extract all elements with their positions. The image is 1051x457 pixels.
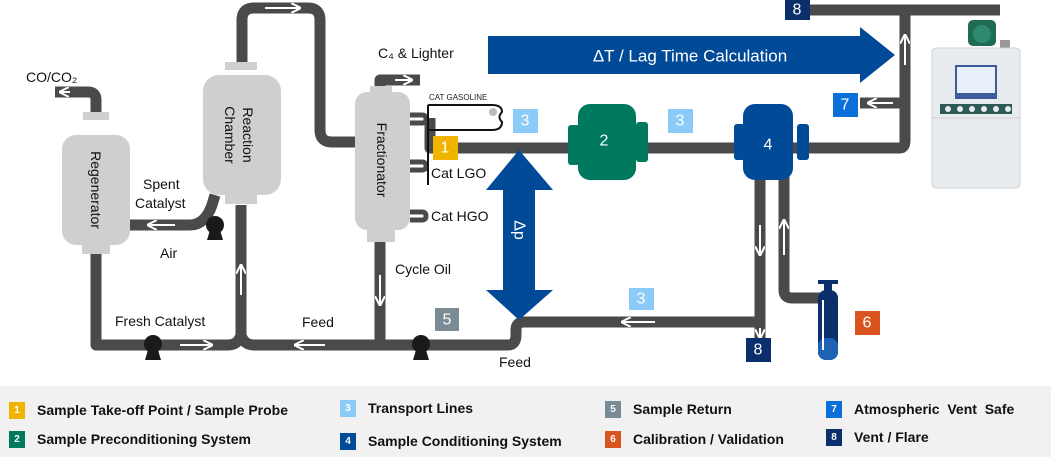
svg-text:7: 7 <box>841 97 850 114</box>
cat-gasoline-label: CAT GASOLINE <box>429 93 487 102</box>
lag-time-label: ΔT / Lag Time Calculation <box>593 47 787 66</box>
svg-text:8: 8 <box>793 2 802 19</box>
badge-8-top: 8 <box>785 0 810 20</box>
spent-catalyst-label-2: Catalyst <box>135 195 186 211</box>
svg-text:3: 3 <box>521 113 530 130</box>
conditioning-system: 4 <box>734 104 809 180</box>
legend-item-2: 2 Sample Preconditioning System <box>9 429 251 449</box>
badge-1: 1 <box>433 136 458 160</box>
legend-label: Sample Preconditioning System <box>37 431 251 447</box>
svg-text:3: 3 <box>637 291 646 308</box>
legend-label: Vent / Flare <box>854 429 929 445</box>
svg-text:1: 1 <box>441 140 450 157</box>
legend-item-7: 7 Atmospheric Vent Safe <box>826 399 1014 419</box>
pump-icon <box>144 335 162 360</box>
delta-p-label: Δp <box>511 220 528 240</box>
pipe-calibration <box>778 175 820 304</box>
spent-catalyst-label-1: Spent <box>143 176 180 192</box>
legend-item-3: 3 Transport Lines <box>340 398 473 418</box>
legend-label: Sample Conditioning System <box>368 433 562 449</box>
flow-arrows <box>60 8 905 345</box>
legend-label: Atmospheric Vent Safe <box>854 401 1015 417</box>
legend-label: Sample Take-off Point / Sample Probe <box>37 402 289 418</box>
legend-badge: 1 <box>9 401 25 419</box>
reaction-chamber: Reaction Chamber <box>203 62 281 204</box>
cycle-oil-label: Cycle Oil <box>395 261 451 277</box>
legend-badge: 4 <box>340 432 356 450</box>
legend-item-5: 5 Sample Return <box>605 399 732 419</box>
badges: 1 3 3 3 5 6 7 8 8 <box>433 0 880 362</box>
legend-badge: 2 <box>9 430 25 448</box>
feed-label-right: Feed <box>499 354 531 370</box>
badge-4: 4 <box>764 137 773 154</box>
preconditioning-system: 2 <box>568 104 648 180</box>
pipe-reactor-to-fractionator <box>236 2 360 148</box>
regenerator: Regenerator <box>62 112 130 254</box>
reaction-label-2: Chamber <box>222 106 238 164</box>
pumps <box>144 216 430 360</box>
pump-icon <box>206 216 224 240</box>
pipe-sample-transport <box>424 10 911 154</box>
regenerator-label: Regenerator <box>88 151 104 229</box>
svg-text:8: 8 <box>754 342 763 359</box>
c4-lighter-label: C₄ & Lighter <box>378 45 454 61</box>
fractionator: Fractionator <box>355 86 429 242</box>
badge-6: 6 <box>855 311 880 335</box>
fresh-catalyst-label: Fresh Catalyst <box>115 313 205 329</box>
legend-label: Transport Lines <box>368 400 474 416</box>
stream-labels: CO/CO₂ C₄ & Lighter CAT GASOLINE Cat LGO… <box>26 45 531 370</box>
legend-badge: 8 <box>826 428 842 446</box>
badge-2: 2 <box>600 133 609 150</box>
process-diagram: Regenerator Reaction Chamber Fractionato… <box>26 0 1021 370</box>
legend-badge: 6 <box>605 430 621 448</box>
svg-text:6: 6 <box>863 315 872 332</box>
legend-label: Sample Return <box>633 401 732 417</box>
badge-5: 5 <box>435 308 459 331</box>
badge-3-b: 3 <box>668 109 693 133</box>
pipe-spent-catalyst <box>130 193 221 231</box>
legend-badge: 5 <box>605 400 621 418</box>
pipe-co-co2 <box>55 86 102 115</box>
analyzer-device-icon <box>931 20 1021 189</box>
badge-7: 7 <box>833 93 858 117</box>
cat-hgo-label: Cat HGO <box>431 208 489 224</box>
legend-item-8: 8 Vent / Flare <box>826 427 929 447</box>
pump-icon <box>412 335 430 360</box>
cat-gasoline-bracket <box>427 104 504 185</box>
legend-badge: 3 <box>340 399 356 417</box>
legend-item-6: 6 Calibration / Validation <box>605 429 784 449</box>
pipe-feed-bottom <box>235 316 762 351</box>
air-label: Air <box>160 245 177 261</box>
badge-3-a: 3 <box>513 109 538 133</box>
svg-text:5: 5 <box>443 312 452 329</box>
legend-label: Calibration / Validation <box>633 431 784 447</box>
badge-3-c: 3 <box>629 288 654 310</box>
legend: 1 Sample Take-off Point / Sample Probe 2… <box>0 386 1051 457</box>
cat-lgo-label: Cat LGO <box>431 165 486 181</box>
fractionator-label: Fractionator <box>374 123 390 198</box>
reaction-label-1: Reaction <box>240 107 256 162</box>
delta-p-arrow: Δp <box>486 150 553 320</box>
badge-8-bottom: 8 <box>746 338 771 362</box>
svg-text:3: 3 <box>676 113 685 130</box>
legend-badge: 7 <box>826 400 842 418</box>
gas-cylinder-icon <box>818 280 838 360</box>
feed-label-left: Feed <box>302 314 334 330</box>
lag-time-arrow: ΔT / Lag Time Calculation <box>488 27 895 83</box>
legend-item-4: 4 Sample Conditioning System <box>340 431 562 451</box>
legend-item-1: 1 Sample Take-off Point / Sample Probe <box>9 400 288 420</box>
co-co2-label: CO/CO₂ <box>26 69 77 85</box>
